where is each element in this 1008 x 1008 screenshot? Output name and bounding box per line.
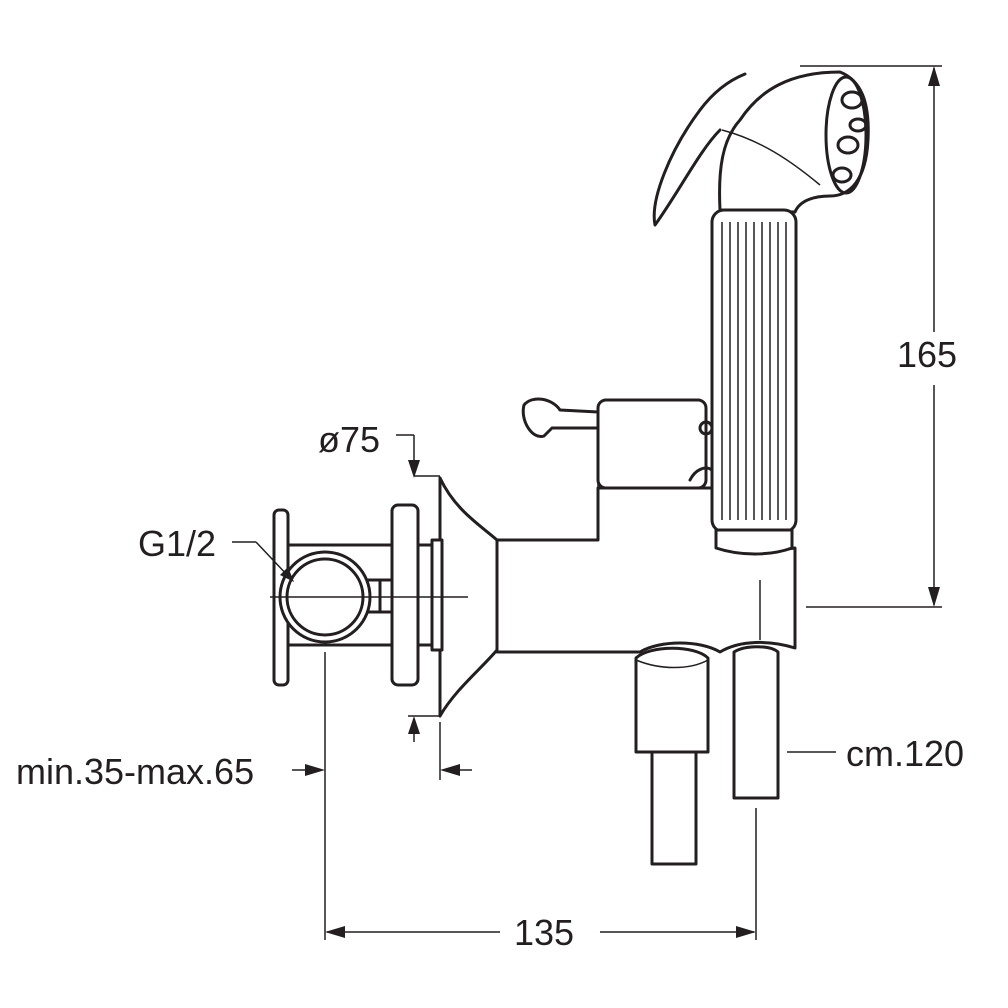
thread-label: G1/2 — [138, 523, 216, 564]
height-label: 165 — [897, 334, 957, 375]
height-dimension — [800, 65, 942, 608]
thread-leader — [232, 541, 294, 582]
g12-connector — [270, 550, 468, 644]
lever-handle — [521, 397, 714, 490]
diameter-dimension — [396, 434, 440, 742]
width-dimension — [325, 808, 757, 940]
hose-length-label: cm.120 — [846, 733, 964, 774]
inlet-pipe — [634, 646, 710, 866]
hand-shower — [652, 70, 870, 556]
width-label: 135 — [514, 912, 574, 953]
diameter-label: ø75 — [318, 419, 380, 460]
wall-depth-dimension — [292, 652, 472, 940]
wall-depth-label: min.35-max.65 — [16, 751, 254, 792]
hose-outlet — [732, 645, 780, 800]
